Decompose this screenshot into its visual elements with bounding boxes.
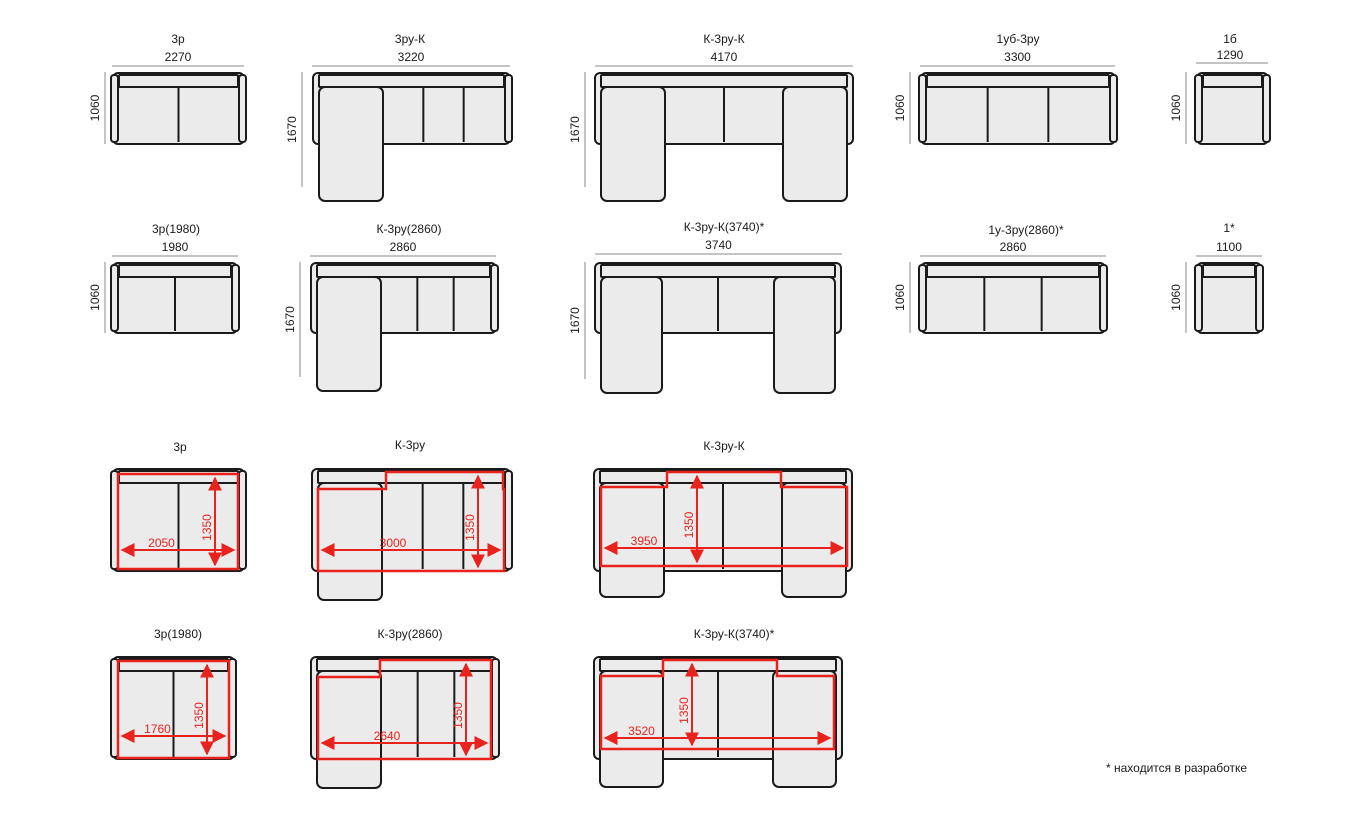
- sofa-1-back: [1202, 264, 1256, 278]
- sofa-k-3ru-k-back: [600, 74, 848, 88]
- model-label-1b: 1б: [1223, 32, 1237, 46]
- sofa-k-3ru-k-3740-chaise-right: [773, 276, 836, 394]
- model-depth-1b: 1060: [1169, 94, 1183, 121]
- bed-k-3ru-outline: [316, 470, 506, 573]
- bed-label-k-3ru: К-3ру: [395, 438, 425, 452]
- model-label-1ub-3ru: 1уб-3ру: [997, 32, 1040, 46]
- model-width-3ru-k: 3220: [398, 50, 425, 64]
- bed-label-k-3ru-k: К-3ру-К: [703, 439, 744, 453]
- model-width-1b: 1290: [1217, 48, 1244, 62]
- footnote: * находится в разработке: [1106, 761, 1248, 775]
- bed-label-3r-1980: 3р(1980): [154, 627, 202, 641]
- sofa-1ub-3ru-arm-right: [1109, 74, 1118, 143]
- bed-k-3ru-k-width-value: 1350: [682, 511, 696, 538]
- model-label-k-3ru-k: К-3ру-К: [703, 32, 744, 46]
- sofa-1-arm-right: [1255, 264, 1264, 332]
- sofa-3r-arm-left: [110, 74, 119, 143]
- model-depth-k-3ru-k: 1670: [568, 116, 582, 143]
- model-width-1u-3ru-2860: 2860: [1000, 240, 1027, 254]
- bed-k-3ru-2860-width-value: 1350: [451, 702, 465, 729]
- bed-sofa-k-3ru-2860-arm-right: [491, 658, 500, 758]
- model-depth-1: 1060: [1169, 284, 1183, 311]
- bed-3r-1980-length-value: 1760: [144, 722, 171, 736]
- model-label-1: 1*: [1223, 221, 1235, 235]
- model-label-k-3ru-2860: К-3ру(2860): [377, 222, 442, 236]
- sofa-3r-1980-back: [118, 264, 232, 278]
- sofa-1ub-3ru-arm-left: [918, 74, 927, 143]
- model-width-k-3ru-2860: 2860: [390, 240, 417, 254]
- model-label-3ru-k: 3ру-К: [395, 32, 425, 46]
- model-width-k-3ru-k: 4170: [711, 50, 738, 64]
- model-depth-1ub-3ru: 1060: [893, 94, 907, 121]
- model-label-k-3ru-k-3740: К-3ру-К(3740)*: [684, 220, 765, 234]
- model-depth-3r: 1060: [88, 94, 102, 121]
- bed-3r-1980-width-value: 1350: [192, 702, 206, 729]
- bed-label-k-3ru-2860: К-3ру(2860): [378, 627, 443, 641]
- bed-sofa-k-3ru-2860-chaise: [316, 670, 382, 789]
- model-label-3r-1980: 3р(1980): [152, 222, 200, 236]
- bed-k-3ru-k-3740-width-value: 1350: [677, 697, 691, 724]
- sofa-3r-1980-arm-right: [231, 264, 240, 332]
- bed-k-3ru-k-length-value: 3950: [631, 534, 658, 548]
- bed-k-3ru-2860-length-value: 2640: [374, 729, 401, 743]
- bed-k-3ru-k-3740-outline: [599, 658, 836, 751]
- bed-sofa-k-3ru-chaise: [317, 482, 383, 601]
- sofa-1u-3ru-2860-arm-left: [918, 264, 927, 332]
- model-label-3r: 3р: [171, 32, 185, 46]
- sofa-k-3ru-k-chaise-right: [782, 86, 848, 202]
- bed-sofa-3r-arm-right: [238, 470, 247, 570]
- bed-label-k-3ru-k-3740: К-3ру-К(3740)*: [694, 627, 775, 641]
- sofa-k-3ru-k-3740-chaise-left: [600, 276, 663, 394]
- sofa-3r-back: [118, 74, 239, 88]
- sofa-k-3ru-2860-back: [316, 264, 491, 278]
- model-depth-1u-3ru-2860: 1060: [893, 284, 907, 311]
- model-width-k-3ru-k-3740: 3740: [705, 238, 732, 252]
- bed-3r-width-value: 1350: [200, 514, 214, 541]
- bed-3r-outline: [116, 472, 240, 571]
- bed-k-3ru-width-value: 1350: [463, 514, 477, 541]
- sofa-3r-arm-right: [238, 74, 247, 143]
- bed-sofa-k-3ru-arm-right: [504, 470, 513, 570]
- sofa-1u-3ru-2860-arm-right: [1099, 264, 1108, 332]
- sofa-1ub-3ru-back: [926, 74, 1110, 88]
- model-depth-k-3ru-k-3740: 1670: [568, 307, 582, 334]
- bed-3r-1980-outline: [116, 659, 231, 760]
- sofa-3ru-k-chaise: [318, 86, 384, 202]
- sofa-1b-back: [1202, 74, 1263, 88]
- bed-sofa-k-3ru-k-3740-chaise-right: [772, 670, 837, 788]
- model-depth-3ru-k: 1670: [285, 116, 299, 143]
- sofa-3ru-k-back: [318, 74, 505, 88]
- model-width-3r-1980: 1980: [162, 240, 189, 254]
- sofa-k-3ru-k-3740-back: [600, 264, 836, 278]
- sofa-k-3ru-k-chaise-left: [600, 86, 666, 202]
- sofa-1b-arm-left: [1194, 74, 1203, 143]
- bed-k-3ru-2860-outline: [316, 658, 493, 761]
- model-depth-k-3ru-2860: 1670: [283, 306, 297, 333]
- bed-k-3ru-k-outline: [599, 470, 849, 568]
- model-label-1u-3ru-2860: 1у-3ру(2860)*: [988, 223, 1064, 237]
- model-width-1: 1100: [1216, 240, 1242, 254]
- sofa-1b-arm-right: [1262, 74, 1271, 143]
- model-width-1ub-3ru: 3300: [1004, 50, 1031, 64]
- bed-sofa-k-3ru-k-chaise-right: [781, 482, 847, 598]
- bed-label-3r: 3р: [173, 440, 187, 454]
- sofa-1u-3ru-2860-back: [926, 264, 1100, 278]
- bed-3r-length-value: 2050: [148, 536, 175, 550]
- sofa-1-arm-left: [1194, 264, 1203, 332]
- bed-k-3ru-k-3740-length-value: 3520: [628, 724, 655, 738]
- sofa-3ru-k-arm-right: [504, 74, 513, 143]
- bed-k-3ru-length-value: 3000: [380, 536, 407, 550]
- sofa-k-3ru-2860-arm-right: [490, 264, 499, 332]
- model-width-3r: 2270: [165, 50, 192, 64]
- sofa-k-3ru-2860-chaise: [316, 276, 382, 392]
- sofa-3r-1980-arm-left: [110, 264, 119, 332]
- model-depth-3r-1980: 1060: [88, 284, 102, 311]
